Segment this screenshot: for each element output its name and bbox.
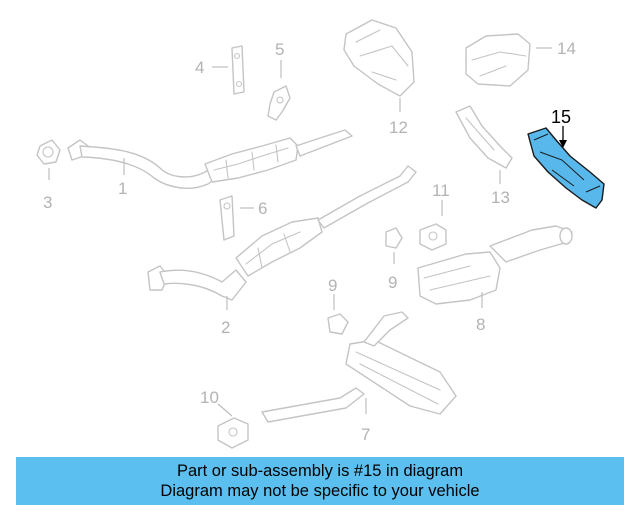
part-5-hanger[interactable] (267, 85, 291, 121)
callout-1: 1 (118, 179, 127, 198)
part-9-lower-clamp[interactable] (327, 313, 349, 335)
part-13-bracket[interactable] (455, 105, 513, 169)
banner-line-2: Diagram may not be specific to your vehi… (160, 482, 480, 500)
callout-6: 6 (258, 199, 267, 218)
part-12-heat-shield[interactable] (343, 19, 415, 97)
callout-5: 5 (275, 40, 284, 59)
part-4-hanger[interactable] (231, 45, 245, 95)
info-banner: Part or sub-assembly is #15 in diagram D… (16, 457, 624, 505)
part-9-clamp[interactable] (385, 227, 403, 249)
callout-14: 14 (557, 39, 576, 58)
part-2-intermediate-pipe[interactable] (147, 165, 417, 301)
callout-12: 12 (389, 118, 408, 137)
callout-4: 4 (195, 58, 204, 77)
part-15-heat-shield[interactable] (527, 127, 605, 209)
leader-10 (217, 403, 233, 417)
callout-15: 15 (551, 107, 571, 127)
part-11-clamp[interactable] (419, 223, 447, 251)
callout-11: 11 (432, 181, 450, 200)
arrowhead-15 (559, 140, 567, 148)
part-8-muffler[interactable] (417, 225, 573, 305)
callout-8: 8 (476, 315, 485, 334)
callout-3: 3 (43, 193, 52, 212)
callout-10: 10 (200, 388, 219, 407)
callout-9a: 9 (388, 273, 397, 292)
part-7-center-muffler[interactable] (261, 311, 457, 423)
callout-9b: 9 (328, 276, 337, 295)
part-14-heat-shield[interactable] (465, 33, 531, 87)
banner-line-1: Part or sub-assembly is #15 in diagram (176, 462, 464, 480)
part-10-clamp[interactable] (217, 417, 249, 449)
callout-7: 7 (361, 425, 370, 444)
part-3-gasket[interactable] (36, 139, 61, 165)
part-6-hanger[interactable] (219, 195, 235, 241)
part-1-front-pipe[interactable] (67, 129, 353, 189)
callout-13: 13 (491, 188, 510, 207)
callout-2: 2 (221, 318, 230, 337)
exhaust-parts-diagram: 3 1 4 5 12 14 13 (36, 19, 605, 449)
